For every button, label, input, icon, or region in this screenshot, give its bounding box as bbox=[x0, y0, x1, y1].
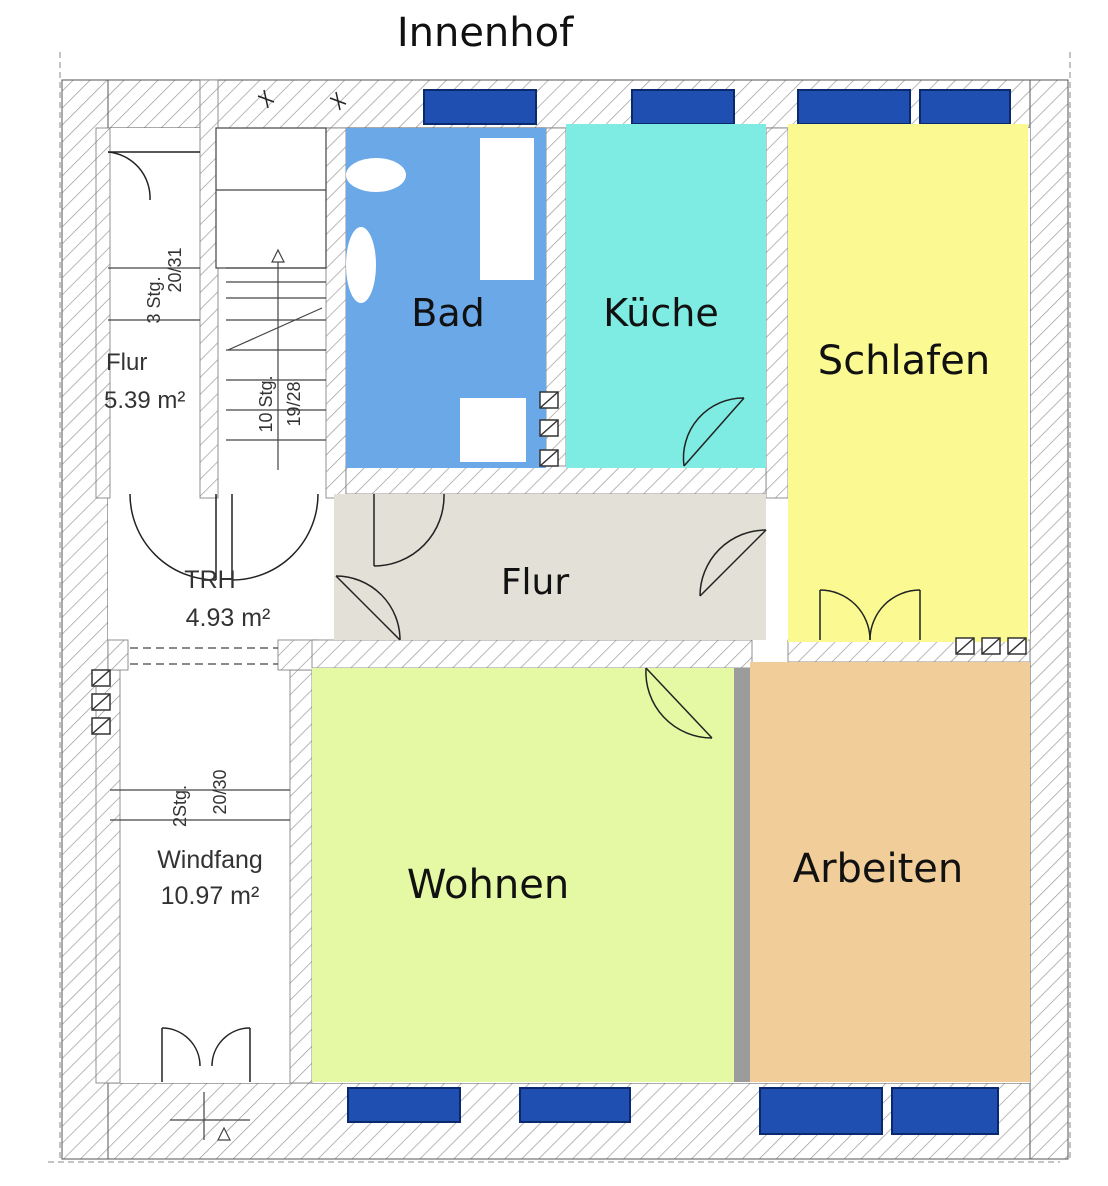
stair-note-upper-a: 3 Stg. bbox=[144, 276, 164, 323]
room-wohnen bbox=[312, 668, 734, 1082]
stairs bbox=[108, 127, 327, 1141]
label-windfang: Windfang bbox=[157, 846, 263, 874]
sink-fixture bbox=[346, 158, 406, 192]
area-windfang: 10.97 m² bbox=[161, 882, 260, 910]
label-arbeiten: Arbeiten bbox=[793, 846, 964, 892]
label-flur-center: Flur bbox=[501, 562, 570, 603]
windows bbox=[347, 89, 1011, 1135]
label-wohnen: Wohnen bbox=[407, 862, 569, 908]
window-bottom-3 bbox=[759, 1087, 883, 1135]
room-arbeiten bbox=[750, 662, 1030, 1082]
area-flur-left: 5.39 m² bbox=[104, 387, 185, 414]
window-top-1 bbox=[423, 89, 537, 125]
label-flur-left: Flur bbox=[106, 349, 147, 376]
wall-partition bbox=[734, 668, 750, 1082]
window-top-4 bbox=[919, 89, 1011, 125]
stair-note-main-b: 19/28 bbox=[284, 381, 304, 426]
label-bad: Bad bbox=[411, 291, 484, 335]
room-flur-center bbox=[334, 494, 766, 640]
stair-note-main-a: 10 Stg. bbox=[256, 375, 276, 432]
label-schlafen: Schlafen bbox=[818, 338, 990, 384]
label-trh: TRH bbox=[184, 566, 235, 594]
stair-markers bbox=[257, 89, 347, 111]
window-bottom-2 bbox=[519, 1087, 631, 1123]
bathtub-fixture bbox=[480, 138, 534, 280]
room-schlafen bbox=[788, 124, 1028, 642]
window-bottom-4 bbox=[891, 1087, 999, 1135]
bathroom-fixtures bbox=[346, 138, 534, 462]
window-top-3 bbox=[797, 89, 911, 125]
label-kueche: Küche bbox=[603, 291, 718, 335]
doors bbox=[107, 151, 921, 1082]
window-top-2 bbox=[631, 89, 735, 125]
area-trh: 4.93 m² bbox=[186, 604, 271, 632]
toilet-fixture bbox=[346, 227, 376, 303]
window-bottom-1 bbox=[347, 1087, 461, 1123]
ventilation-shafts bbox=[91, 391, 1027, 735]
stair-note-lower-a: 2Stg. bbox=[170, 785, 190, 827]
stair-note-lower-b: 20/30 bbox=[210, 769, 230, 814]
stair-note-upper-b: 20/31 bbox=[165, 247, 185, 292]
title-innenhof: Innenhof bbox=[397, 10, 574, 56]
shower-fixture bbox=[460, 398, 526, 462]
